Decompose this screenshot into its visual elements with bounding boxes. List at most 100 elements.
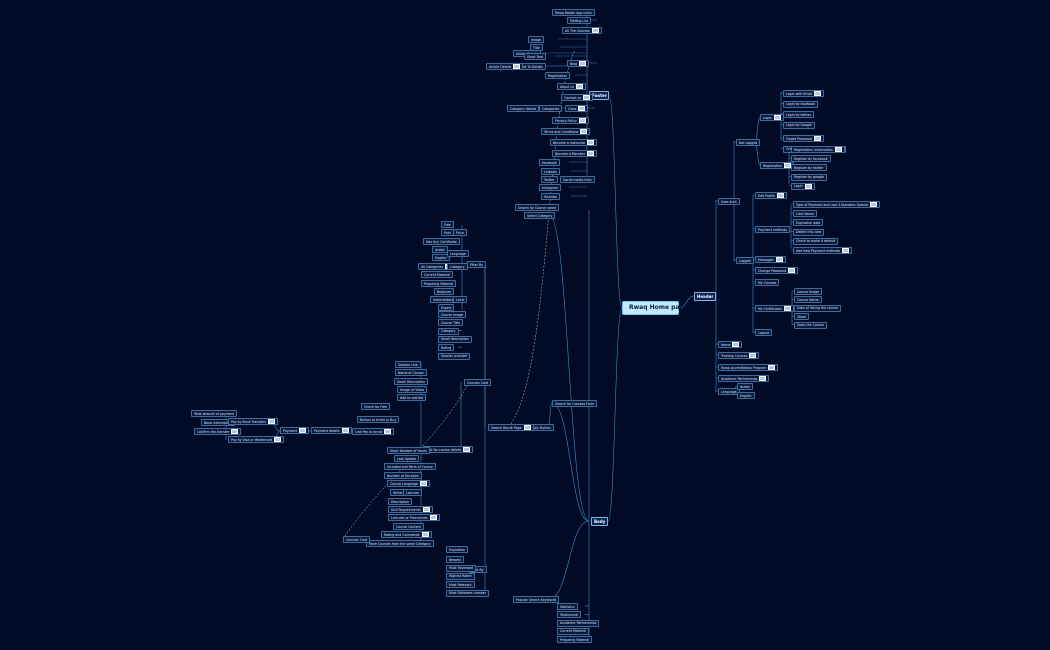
node-header-certificate_items-0[interactable]: Course Image xyxy=(794,288,823,295)
node-body-course_details_items-1[interactable]: Name of Course xyxy=(395,369,427,376)
node-body-course_details_items-3[interactable]: Image or Video xyxy=(397,386,428,393)
node-footer-items-24[interactable]: Youtube xyxy=(541,193,560,200)
node-footer-items-9[interactable]: Blog xyxy=(567,60,590,67)
node-footer-items-22[interactable]: Twitter xyxy=(541,176,558,183)
node-body-filter_items-5[interactable]: English xyxy=(432,254,450,261)
node-header-not_logged[interactable]: Not Logged xyxy=(736,139,761,146)
node-body-filter_items-6[interactable]: Language xyxy=(447,250,469,257)
node-root[interactable]: Rwaq Home page xyxy=(622,301,688,315)
node-body-courses_card[interactable]: Courses Card xyxy=(464,379,492,386)
node-body-filter_items-1[interactable]: Paid xyxy=(441,229,454,236)
node-body-bottom_items-3[interactable]: Current Material xyxy=(557,627,589,635)
node-footer-items-14[interactable]: Categories xyxy=(539,105,563,112)
node-footer-items-15[interactable]: Class xyxy=(565,105,589,112)
node-body-course_more-10[interactable]: Course Content xyxy=(393,523,424,530)
node-footer-items-8[interactable]: Article Details xyxy=(486,63,524,70)
node-body-filter_items-9[interactable]: Current Material xyxy=(421,271,453,278)
node-body-label[interactable]: Body xyxy=(591,517,608,526)
node-header-edit_profile[interactable]: Edit Profile xyxy=(755,192,788,199)
node-body-bottom_items-1[interactable]: Testimonial xyxy=(557,611,581,619)
node-body-bottom_items-4[interactable]: Preparing Material xyxy=(557,636,593,644)
node-footer-items-25[interactable]: Social media links xyxy=(560,176,595,183)
node-header-login_items-2[interactable]: Login by twitter xyxy=(783,111,815,118)
node-header-messages[interactable]: Messages xyxy=(755,256,786,263)
node-body-payment_details[interactable]: Payment details xyxy=(311,427,352,434)
node-header-logout[interactable]: Logout xyxy=(755,329,772,336)
node-body-filter_items-14[interactable]: Expert xyxy=(438,304,455,311)
node-header-login_items-4[interactable]: Forget Password xyxy=(783,135,825,142)
node-body-search_by_course_name[interactable]: Search by Course name xyxy=(515,204,560,211)
node-body-search_for_courses[interactable]: Search for Courses Form xyxy=(552,400,598,407)
node-body-course_more-4[interactable]: Course Language xyxy=(387,480,430,487)
node-header-payment_items-5[interactable]: Add New Payment methods xyxy=(793,247,853,254)
node-body-filter_items-3[interactable]: Has Any Certificate xyxy=(423,238,460,245)
node-body-filter_items-10[interactable]: Preparing Material xyxy=(421,280,457,287)
node-header-arabic[interactable]: Arabic xyxy=(737,383,754,390)
node-header-certificate_items-4[interactable]: Open the Course xyxy=(794,321,827,329)
node-footer-items-17[interactable]: Terms and Conditions xyxy=(541,128,591,135)
node-body-search_result_page[interactable]: Search Result Page xyxy=(488,424,534,431)
node-body-sort_items-5[interactable]: Most Followers number xyxy=(446,589,490,597)
node-body-course_more-2[interactable]: Included and Parts of Course xyxy=(384,463,436,470)
node-header-login_items-1[interactable]: Login by facebook xyxy=(783,100,819,108)
node-body-filter_items-2[interactable]: Price xyxy=(453,229,467,236)
node-body-course_details_items-6[interactable]: Button to enroll or Buy xyxy=(357,416,400,423)
node-header-my_courses[interactable]: My Courses xyxy=(755,279,780,286)
node-body-pay_items-4[interactable]: Pay by Visa or Mastercard xyxy=(228,436,285,443)
node-footer-items-1[interactable]: Mailing List xyxy=(567,17,591,24)
node-header-registration_items-2[interactable]: Register by twitter xyxy=(791,164,827,172)
node-header-payment_items-4[interactable]: Check to make it default xyxy=(793,237,839,245)
node-body-course_more-12[interactable]: More Courses from the same Category xyxy=(366,540,434,547)
node-header-home[interactable]: Home xyxy=(718,341,743,348)
node-body-course_more-3[interactable]: Number of Duration xyxy=(384,472,422,479)
node-header-certificate_items-3[interactable]: Share xyxy=(794,313,810,321)
node-body-course_more-1[interactable]: Last Update xyxy=(394,455,420,462)
node-header-payment_items-0[interactable]: Type of Payment and Last 4 Numbers Speci… xyxy=(793,201,881,208)
node-header-partnerships[interactable]: Academic Partnerships xyxy=(718,375,770,382)
node-header-payment_methods[interactable]: Payment methods xyxy=(755,226,790,233)
node-body-pay_items-2[interactable]: Confirm the transfer xyxy=(194,428,242,435)
node-header-language[interactable]: Language xyxy=(718,388,740,395)
node-body-pay_items-3[interactable]: Pay by Bank Transfers xyxy=(228,418,279,425)
node-body-course_details_items-4[interactable]: Add to wishlist xyxy=(397,394,427,401)
node-body-card_items-4[interactable]: Rating xyxy=(438,344,455,352)
node-header-change_password[interactable]: Change Password xyxy=(755,267,799,274)
node-header-registration[interactable]: Registration xyxy=(760,162,795,169)
node-footer-items-5[interactable]: Title xyxy=(530,44,543,51)
node-body-card_items-3[interactable]: Small description xyxy=(438,335,472,343)
node-body-bottom_items-2[interactable]: Academic Partnerships xyxy=(557,619,600,627)
node-footer-items-6[interactable]: Short Text xyxy=(524,53,547,60)
node-footer-items-13[interactable]: Category details xyxy=(507,105,540,112)
node-body-sort_items-4[interactable]: Most Relevant xyxy=(446,581,475,589)
node-body-sort_items-0[interactable]: Expiration xyxy=(446,546,469,553)
node-footer-items-19[interactable]: Become a Member xyxy=(552,150,598,157)
node-header-my_certificates[interactable]: My Certificates xyxy=(755,305,794,312)
node-body-filter_by[interactable]: Filter By xyxy=(467,261,486,268)
node-body-select_category[interactable]: Select Category xyxy=(524,212,556,219)
node-body-course_more-8[interactable]: Skill Requirements xyxy=(388,506,433,513)
node-footer-items-11[interactable]: About us xyxy=(557,83,587,90)
node-body-course_more-11[interactable]: Rating and Comments xyxy=(381,531,432,538)
node-header-english[interactable]: English xyxy=(737,392,755,399)
node-body-pay_items-0[interactable]: Total amount of payment xyxy=(191,410,238,417)
node-header-registration_items-0[interactable]: Registration Information xyxy=(791,146,845,153)
node-footer-items-21[interactable]: Linkedin xyxy=(541,168,561,175)
node-body-filter_items-11[interactable]: Beginner xyxy=(434,288,455,295)
node-header-certificate_items-1[interactable]: Course Name xyxy=(794,296,822,304)
node-header-login_items-3[interactable]: Login by Google xyxy=(783,121,815,129)
node-header-certificate_items-2[interactable]: Date of Taking the course xyxy=(794,304,841,312)
node-body-card_items-0[interactable]: Course Image xyxy=(438,311,467,318)
node-header-payment_items-1[interactable]: Card Name xyxy=(793,210,817,218)
node-header-logged[interactable]: Logged xyxy=(736,257,754,264)
node-header-payment_items-2[interactable]: Expiration date xyxy=(793,219,824,227)
node-body-course_details_items-2[interactable]: Small Description xyxy=(394,378,429,385)
node-body-filter_items-0[interactable]: Free xyxy=(441,221,454,228)
node-header-registration_items-4[interactable]: Login xyxy=(791,182,815,190)
node-header-label[interactable]: Header xyxy=(694,292,716,301)
node-footer-items-16[interactable]: Privacy Policy xyxy=(552,117,589,124)
node-body-popular_search[interactable]: Popular Search Keywords xyxy=(513,596,560,603)
node-body-course_details_items-5[interactable]: Check for Free xyxy=(361,403,390,410)
node-header-training_courses[interactable]: Training Courses xyxy=(718,352,760,359)
node-header-payment_items-3[interactable]: Delete this card xyxy=(793,228,825,236)
node-footer-items-2[interactable]: All The Courses xyxy=(562,27,602,34)
